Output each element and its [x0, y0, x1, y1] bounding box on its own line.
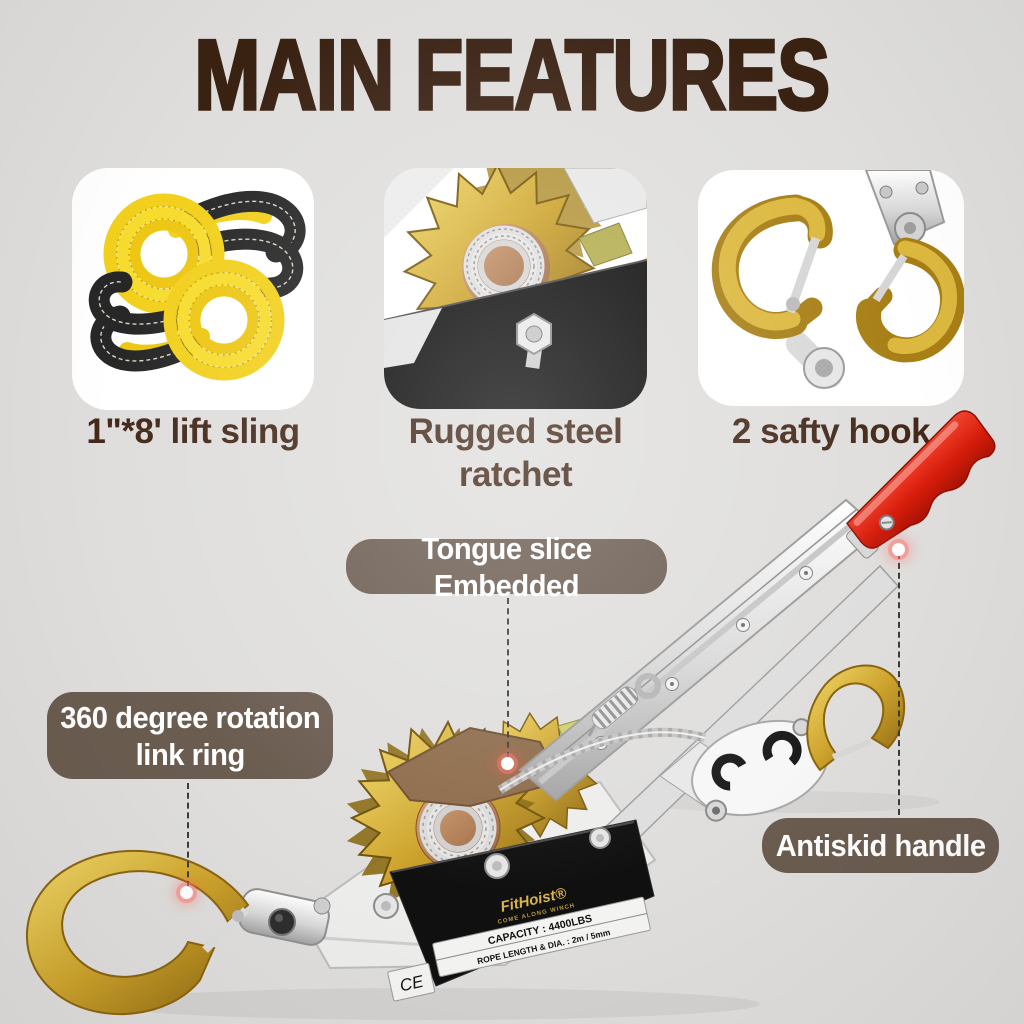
callout-rotation-ring: 360 degree rotation link ring	[47, 692, 333, 779]
hooks-image	[711, 170, 964, 389]
marker-dot-tongue	[501, 757, 514, 770]
leader-line-rotation	[187, 783, 189, 887]
bracket-top	[563, 168, 647, 224]
caption-lift-sling: 1"*8' lift sling	[86, 412, 300, 451]
wire-loop	[635, 673, 661, 699]
callout-tongue-slice: Tongue slice Embedded	[346, 531, 667, 603]
swivel-clevis	[238, 888, 331, 946]
lift-sling-image	[88, 190, 306, 381]
product-hook-right	[806, 664, 906, 772]
callout-rotation-ring-label: 360 degree rotation link ring	[60, 699, 320, 772]
frame-edge	[384, 308, 442, 368]
marker-dot-rotation	[180, 886, 193, 899]
plate-ce-mark: CE	[398, 972, 426, 996]
feature-card-ratchet	[384, 168, 647, 409]
hook-right	[856, 170, 964, 363]
product-hook-left	[25, 849, 250, 1016]
page-title-text: MAIN FEATURES	[193, 17, 832, 132]
name-plate: FitHoist® COME ALONG WINCH CAPACITY : 44…	[373, 819, 655, 1002]
feature-card-lift-sling	[72, 168, 314, 410]
caption-ratchet: Rugged steel ratchet	[408, 412, 623, 494]
frame-plate	[384, 260, 647, 409]
pawl	[578, 222, 633, 267]
leader-line-tongue	[507, 598, 509, 758]
strap-coil-bottom	[88, 259, 285, 381]
hook-left	[711, 194, 845, 389]
antiskid-grip	[846, 410, 996, 559]
page-title: MAIN FEATURES	[0, 17, 1024, 132]
marker-dot-antiskid	[892, 543, 905, 556]
caption-hooks: 2 safty hook	[731, 412, 931, 451]
callout-antiskid-handle-label: Antiskid handle	[775, 828, 986, 863]
hex-bolt	[516, 312, 552, 369]
ratchet-image	[384, 168, 647, 409]
strap-coil-top	[103, 190, 306, 315]
callout-tongue-slice-label: Tongue slice Embedded	[421, 530, 592, 603]
feature-card-hooks	[698, 170, 964, 406]
leader-line-antiskid	[898, 553, 900, 815]
callout-antiskid-handle: Antiskid handle	[762, 818, 999, 873]
metal-wedge	[384, 168, 454, 238]
